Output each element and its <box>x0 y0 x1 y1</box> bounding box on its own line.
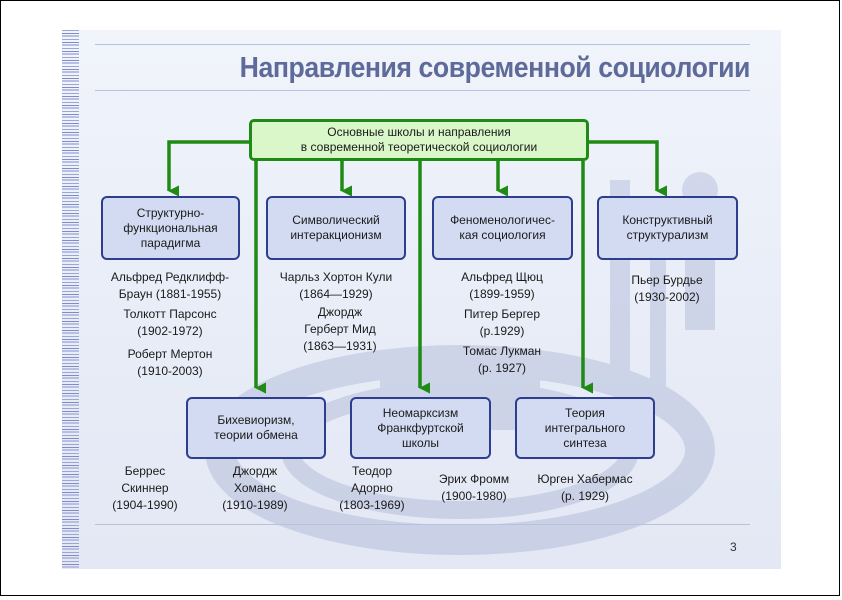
node-line: структурализм <box>626 228 709 242</box>
footer-rule <box>95 524 750 525</box>
node-line: теории обмена <box>214 428 298 442</box>
node-phenomenological-sociology: Феноменологичес- кая социология <box>432 196 573 260</box>
node-neomarxism-frankfurt: Неомарксизм Франкфуртской школы <box>350 397 491 459</box>
person-cooley: Чарльз Хортон Кули(1864—1929) <box>279 270 393 301</box>
node-integral-synthesis: Теория интегрального синтеза <box>515 397 655 459</box>
node-line: синтеза <box>563 435 607 450</box>
person-fromm: Эрих Фромм(1900-1980) <box>438 472 510 503</box>
node-line: Конструктивный <box>622 213 713 227</box>
node-line: Неомарксизм <box>382 405 459 420</box>
node-line: парадигма <box>140 235 201 250</box>
arrow-to-structural-functional <box>167 140 249 197</box>
person-luckmann: Томас Лукман(р. 1927) <box>462 344 542 375</box>
page-number: 3 <box>730 540 737 554</box>
person-radcliffe-brown: Альфред Редклифф-Браун (1881-1955) <box>110 270 230 301</box>
node-line: Структурно- <box>136 205 205 220</box>
node-line: интегрального <box>544 420 626 435</box>
root-line-1: Основные школы и направления <box>327 125 511 139</box>
person-bourdieu: Пьер Бурдье(1930-2002) <box>631 273 703 304</box>
node-line: Теория <box>565 405 605 420</box>
node-line: Франкфуртской <box>377 420 464 435</box>
root-line-2: в современной теоретической социологии <box>300 140 538 154</box>
person-berger: Питер Бергер(р.1929) <box>463 307 541 338</box>
node-behaviorism-exchange: Бихевиоризм, теории обмена <box>186 397 326 459</box>
node-structural-functional: Структурно- функциональная парадигма <box>101 196 240 260</box>
title-bottom-rule <box>95 90 750 91</box>
node-symbolic-interactionism: Символический интеракционизм <box>266 196 406 260</box>
person-merton: Роберт Мертон(1910-2003) <box>127 347 213 378</box>
node-line: Феноменологичес- <box>450 213 555 227</box>
node-line: школы <box>401 435 440 450</box>
node-line: интеракционизм <box>290 228 382 242</box>
decorative-barcode-strip <box>62 30 79 569</box>
title-top-rule <box>95 44 750 45</box>
node-line: Бихевиоризм, <box>217 413 295 427</box>
root-box-main-schools: Основные школы и направления в современн… <box>249 119 589 161</box>
node-line: функциональная <box>123 220 218 235</box>
slide-title: Направления современной социологии <box>239 52 751 84</box>
node-line: кая социология <box>459 228 546 242</box>
arrow-to-constructive-structuralism <box>589 140 668 197</box>
person-parsons: Толкотт Парсонс(1902-1972) <box>123 307 217 338</box>
person-schutz: Альфред Щюц(1899-1959) <box>461 270 543 301</box>
node-constructive-structuralism: Конструктивный структурализм <box>597 196 738 260</box>
person-habermas: Юрген Хабермас(р. 1929) <box>537 472 633 503</box>
node-line: Символический <box>292 213 380 227</box>
